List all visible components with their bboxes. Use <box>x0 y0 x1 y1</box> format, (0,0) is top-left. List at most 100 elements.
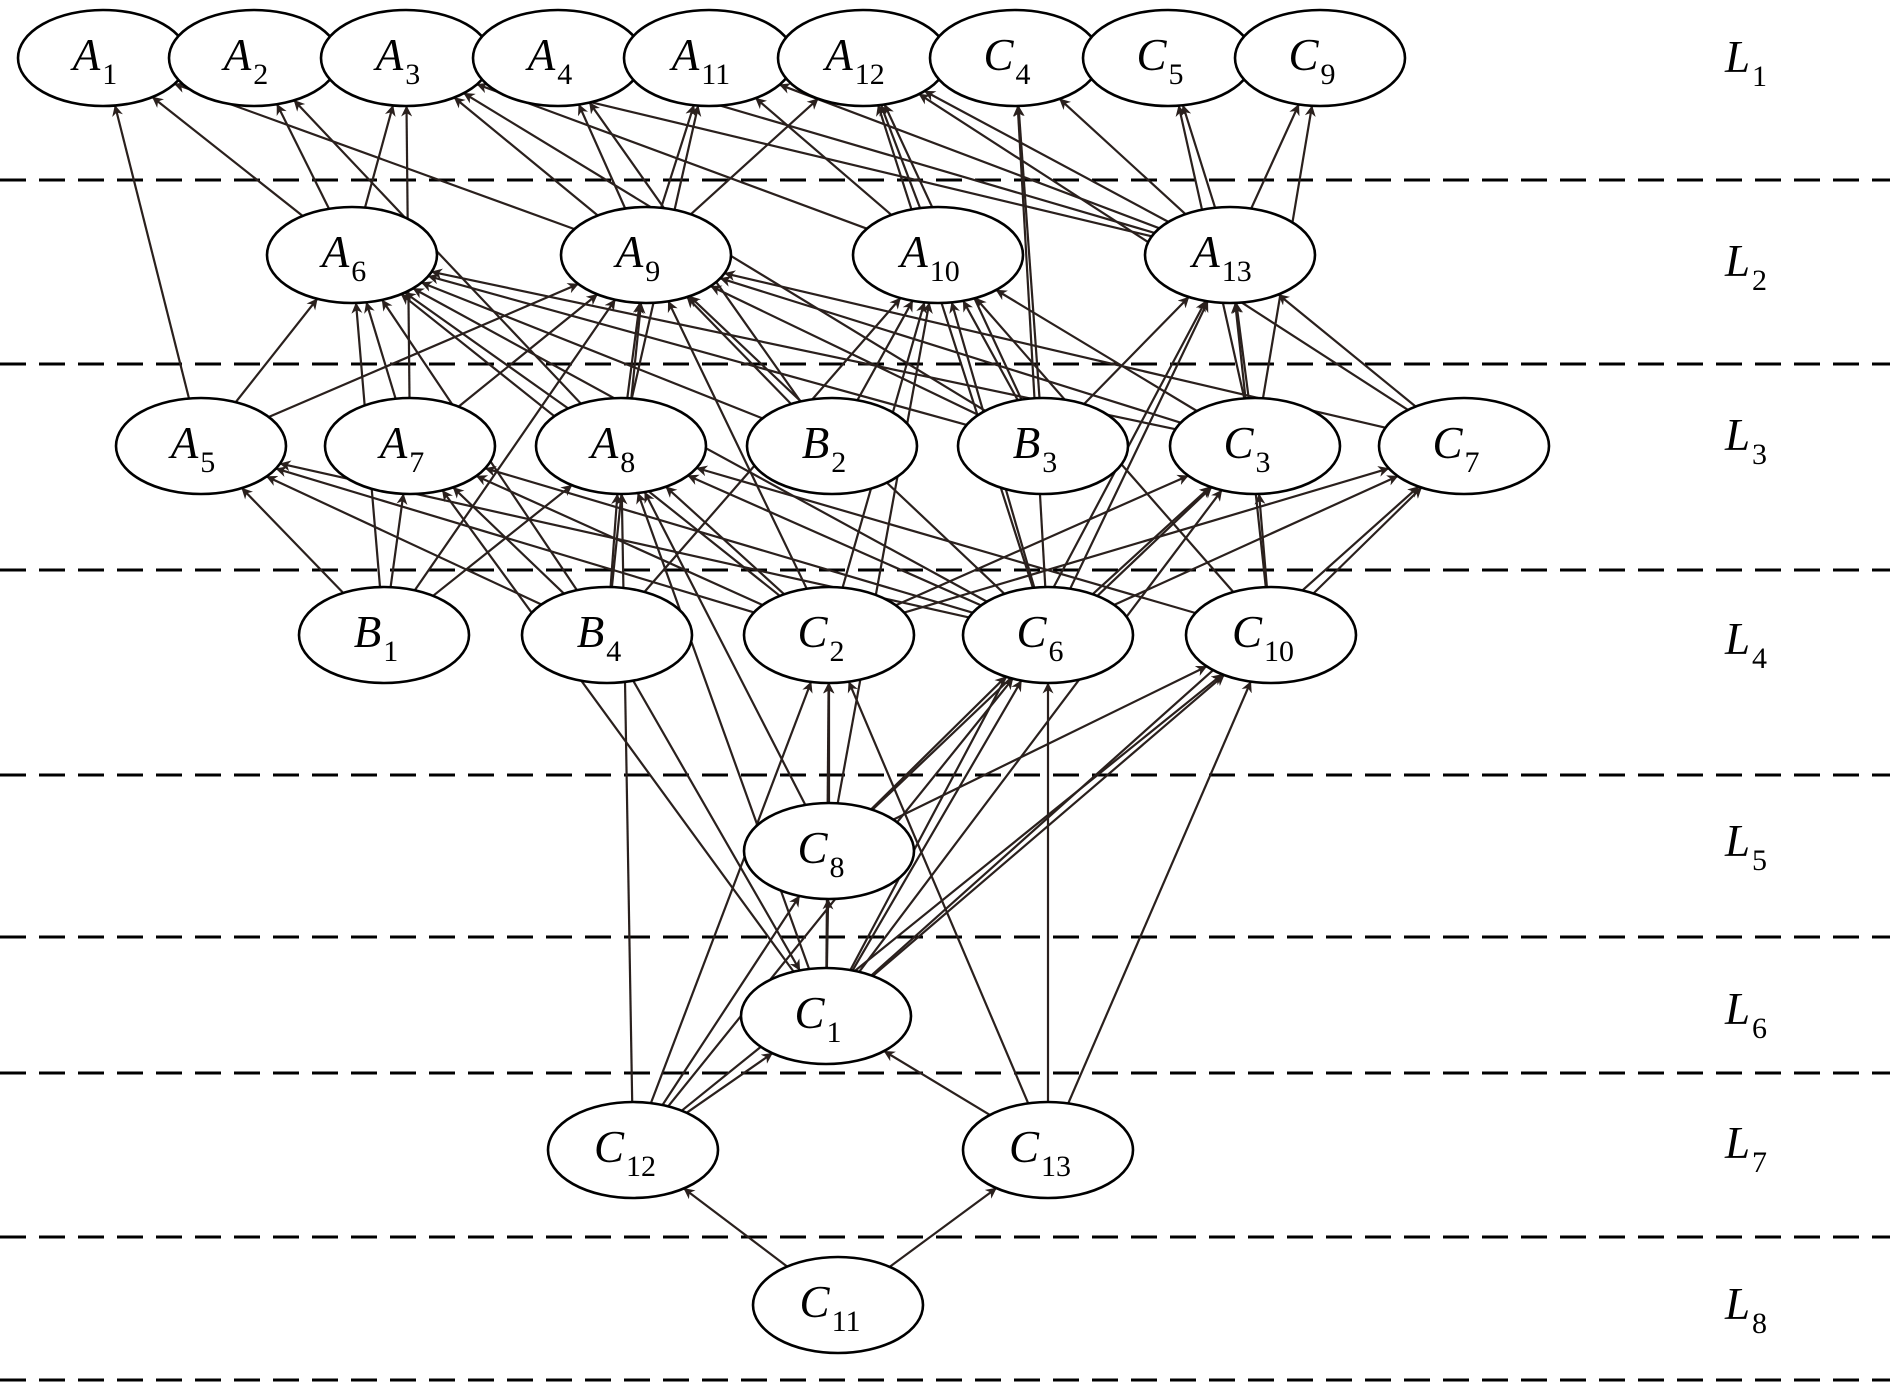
edge-b3-to-a10 <box>962 300 1019 401</box>
node-c13: C13 <box>961 1100 1135 1200</box>
edge-c3-to-a9 <box>719 276 1182 424</box>
edge-a9-to-a4 <box>577 103 627 209</box>
level-label-l1: L1 <box>1724 32 1767 93</box>
edge-b1-to-a8 <box>432 484 573 597</box>
level-label-l3: L3 <box>1724 410 1767 471</box>
level-separators <box>0 178 1890 1382</box>
edge-a6-to-a3 <box>363 104 396 208</box>
node-a9: A9 <box>559 205 733 305</box>
edge-c6-to-c4 <box>1012 105 1047 588</box>
node-c6: C6 <box>961 585 1135 685</box>
edge-c1-to-c10 <box>872 674 1225 977</box>
node-label: B2 <box>802 418 847 479</box>
edge-a13-to-c9 <box>1250 103 1300 209</box>
node-label: A6 <box>319 227 367 288</box>
node-ellipse <box>961 1100 1135 1200</box>
node-c9: C9 <box>1233 8 1407 108</box>
edge-a10-to-a3 <box>476 82 868 230</box>
node-ellipse <box>559 205 733 305</box>
edge-c11-to-c13 <box>888 1187 998 1268</box>
level-label-l5: L5 <box>1724 816 1767 877</box>
node-label: C4 <box>983 30 1030 91</box>
edge-a13-to-a3 <box>483 73 1152 238</box>
edge-a13-to-a11 <box>779 83 1160 230</box>
edge-b2-to-a9 <box>686 296 792 405</box>
node-label: C7 <box>1432 418 1479 479</box>
edge-a9-to-a3 <box>453 96 599 217</box>
edge-b1-to-a7 <box>389 493 408 588</box>
node-label: C11 <box>800 1277 861 1338</box>
node-label: A5 <box>168 418 216 479</box>
edge-c1-to-a7 <box>441 489 795 973</box>
node-label: A3 <box>373 30 421 91</box>
node-a6: A6 <box>265 205 439 305</box>
node-ellipse <box>297 585 471 685</box>
node-c2: C2 <box>742 585 916 685</box>
node-b2: B2 <box>745 396 919 496</box>
node-c4: C4 <box>928 8 1102 108</box>
edge-c8-to-a8 <box>643 491 807 806</box>
edge-c2-to-a8 <box>665 485 785 596</box>
node-label: A10 <box>897 227 960 288</box>
node-label: C6 <box>1016 607 1063 668</box>
edge-a6-to-a1 <box>151 96 304 217</box>
edge-c8-to-c6 <box>870 675 1007 811</box>
node-ellipse <box>851 205 1025 305</box>
node-label: C10 <box>1232 607 1294 668</box>
node-label: A2 <box>221 30 269 91</box>
edge-c6-to-a12 <box>876 104 1034 589</box>
edge-c7-to-a13 <box>1277 293 1417 408</box>
edge-a5-to-a6 <box>234 298 319 403</box>
node-label: C3 <box>1223 418 1270 479</box>
edge-b3-to-a9 <box>710 285 979 416</box>
node-ellipse <box>1233 8 1407 108</box>
node-label: C1 <box>794 988 841 1049</box>
edge-c12-to-a8 <box>616 493 634 1103</box>
node-label: A9 <box>613 227 661 288</box>
node-b1: B1 <box>297 585 471 685</box>
node-label: C8 <box>797 823 844 884</box>
edge-c6-to-c3 <box>1091 485 1212 596</box>
node-label: A7 <box>377 418 425 479</box>
node-label: B1 <box>354 607 399 668</box>
node-label: A8 <box>588 418 636 479</box>
edge-c12-to-c1 <box>685 1052 774 1114</box>
node-a11: A11 <box>622 8 796 108</box>
node-b3: B3 <box>956 396 1130 496</box>
edge-b3-to-a6 <box>427 273 967 426</box>
edge-a7-to-a9 <box>457 293 599 408</box>
edge-b1-to-a9 <box>413 299 617 591</box>
node-a5: A5 <box>114 396 288 496</box>
node-ellipse <box>742 585 916 685</box>
edge-c11-to-c12 <box>683 1187 788 1268</box>
node-ellipse <box>956 396 1130 496</box>
edge-b3-to-a13 <box>1083 296 1190 405</box>
edge-c2-to-a5 <box>275 466 755 614</box>
edge-c3-to-a13 <box>1232 302 1250 399</box>
edge-c10-to-c3 <box>1254 493 1268 588</box>
node-label: B3 <box>1013 418 1058 479</box>
edge-c6-to-a13 <box>1069 300 1209 590</box>
node-a13: A13 <box>1143 205 1317 305</box>
node-b4: B4 <box>520 585 694 685</box>
level-label-l7: L7 <box>1724 1118 1767 1179</box>
node-ellipse <box>1184 585 1358 685</box>
edge-c8-to-a10 <box>836 302 933 804</box>
node-a10: A10 <box>851 205 1025 305</box>
node-ellipse <box>520 585 694 685</box>
edge-c8-to-c10 <box>892 665 1208 821</box>
node-label: A11 <box>669 30 730 91</box>
node-c7: C7 <box>1377 396 1551 496</box>
level-label-l4: L4 <box>1724 614 1767 675</box>
node-label: C12 <box>594 1122 656 1183</box>
node-c1: C1 <box>739 966 913 1066</box>
node-ellipse <box>961 585 1135 685</box>
node-c12: C12 <box>546 1100 720 1200</box>
edge-c10-to-c7 <box>1312 486 1423 595</box>
node-ellipse <box>323 396 497 496</box>
edge-b4-to-c1 <box>632 680 801 971</box>
node-label: B4 <box>577 607 622 668</box>
edge-c12-to-c2 <box>649 681 813 1104</box>
edge-a10-to-a11 <box>754 97 893 216</box>
node-a1: A1 <box>16 8 190 108</box>
